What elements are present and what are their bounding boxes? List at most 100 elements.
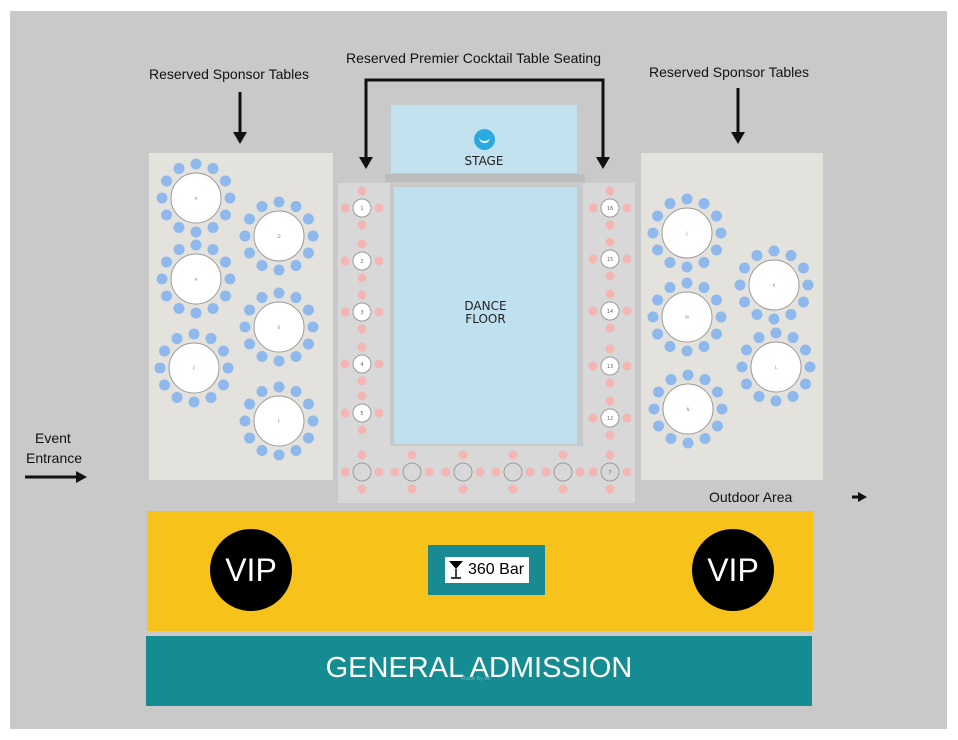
- sponsor-seat: [652, 210, 664, 222]
- table-number: F: [278, 419, 281, 424]
- table-number: 1: [360, 206, 363, 212]
- sponsor-seat: [244, 398, 256, 410]
- table-number: 12: [607, 416, 613, 422]
- sponsor-seat: [307, 321, 319, 333]
- cocktail-seat: [622, 467, 632, 477]
- sponsor-table-top: [168, 342, 220, 394]
- sponsor-seat: [710, 294, 722, 306]
- sponsor-seat: [205, 391, 217, 403]
- table-number: 3: [360, 310, 363, 316]
- sponsor-seat: [244, 338, 256, 350]
- sponsor-table-top: [662, 383, 714, 435]
- cocktail-seat: [588, 361, 598, 371]
- sponsor-seat: [159, 379, 171, 391]
- sponsor-seat: [804, 361, 816, 373]
- cocktail-seat: [374, 359, 384, 369]
- sponsor-table: H: [156, 239, 236, 319]
- sponsor-seat: [307, 415, 319, 427]
- sponsor-seat: [302, 338, 314, 350]
- general-admission-label: GENERAL ADMISSION: [325, 652, 633, 684]
- cocktail-seat: [357, 324, 367, 334]
- sponsor-table: M: [647, 277, 727, 357]
- sponsor-seat: [665, 432, 677, 444]
- sponsor-seat: [652, 294, 664, 306]
- table-number: 2: [360, 259, 363, 265]
- sponsor-seat: [664, 198, 676, 210]
- sponsor-seat: [681, 261, 693, 273]
- sponsor-seat: [217, 345, 229, 357]
- sponsor-seat: [770, 327, 782, 339]
- cocktail-table: 15: [588, 237, 632, 281]
- sponsor-seat: [787, 390, 799, 402]
- sponsor-table: N: [648, 369, 728, 449]
- dance-floor-line2: FLOOR: [465, 312, 506, 326]
- cocktail-seat: [390, 467, 400, 477]
- arrow-icon: [76, 471, 87, 483]
- sponsor-table-top: [748, 259, 800, 311]
- cocktail-seat: [622, 413, 632, 423]
- cocktail-seat: [340, 359, 350, 369]
- cocktail-seat: [605, 186, 615, 196]
- sponsor-table-top: [750, 341, 802, 393]
- sponsor-seat: [681, 193, 693, 205]
- sponsor-seat: [699, 374, 711, 386]
- sponsor-seat: [682, 369, 694, 381]
- cocktail-seat: [374, 256, 384, 266]
- sponsor-seat: [222, 362, 234, 374]
- sponsor-seat: [205, 333, 217, 345]
- bar-label: 360 Bar: [468, 561, 525, 578]
- sponsor-seat: [290, 386, 302, 398]
- sponsor-seat: [207, 163, 219, 175]
- sponsor-seat: [710, 244, 722, 256]
- sponsor-seat: [224, 273, 236, 285]
- cocktail-seat: [605, 396, 615, 406]
- table-number: F: [193, 366, 196, 371]
- sponsor-seat: [173, 221, 185, 233]
- sponsor-seat: [207, 302, 219, 314]
- cocktail-seat: [340, 467, 350, 477]
- sponsor-seat: [224, 192, 236, 204]
- sponsor-seat: [273, 355, 285, 367]
- cocktail-seat: [605, 220, 615, 230]
- sponsor-seat: [681, 277, 693, 289]
- sponsor-seat: [787, 332, 799, 344]
- sponsor-seat: [664, 282, 676, 294]
- sponsor-seat: [217, 379, 229, 391]
- sponsor-table: K: [734, 245, 814, 325]
- vip-badge-left: VIP: [210, 529, 292, 611]
- cocktail-table-top: [352, 354, 372, 374]
- cocktail-table-top: [402, 462, 422, 482]
- cocktail-table-top: [352, 198, 372, 218]
- sponsor-seat: [290, 444, 302, 456]
- cocktail-seat: [357, 186, 367, 196]
- sponsor-seat: [161, 256, 173, 268]
- cocktail-seat: [357, 425, 367, 435]
- cocktail-table: 1: [340, 186, 384, 230]
- cocktail-seat: [491, 467, 501, 477]
- sponsor-left-label: Reserved Sponsor Tables: [149, 66, 310, 82]
- sponsor-seat: [302, 213, 314, 225]
- dance-floor-label: DANCE FLOOR: [394, 300, 577, 326]
- table-number: 14: [607, 309, 613, 315]
- table-number: 5: [360, 411, 363, 417]
- sponsor-seat: [715, 227, 727, 239]
- sponsor-seat: [161, 175, 173, 187]
- dance-floor-line1: DANCE: [464, 299, 507, 313]
- sponsor-seat: [741, 344, 753, 356]
- sponsor-seat: [244, 432, 256, 444]
- sponsor-seat: [652, 244, 664, 256]
- cocktail-table: [541, 450, 585, 494]
- sponsor-seat: [188, 328, 200, 340]
- cocktail-table: 13: [588, 344, 632, 388]
- cocktail-seat: [605, 289, 615, 299]
- cocktail-table-top: [600, 408, 620, 428]
- vip-badge-right: VIP: [692, 529, 774, 611]
- sponsor-seat: [681, 345, 693, 357]
- sponsor-seat: [256, 201, 268, 213]
- sponsor-seat: [768, 245, 780, 257]
- cocktail-seat: [357, 484, 367, 494]
- sponsor-seat: [770, 395, 782, 407]
- sponsor-seat: [161, 290, 173, 302]
- sponsor-seat: [711, 386, 723, 398]
